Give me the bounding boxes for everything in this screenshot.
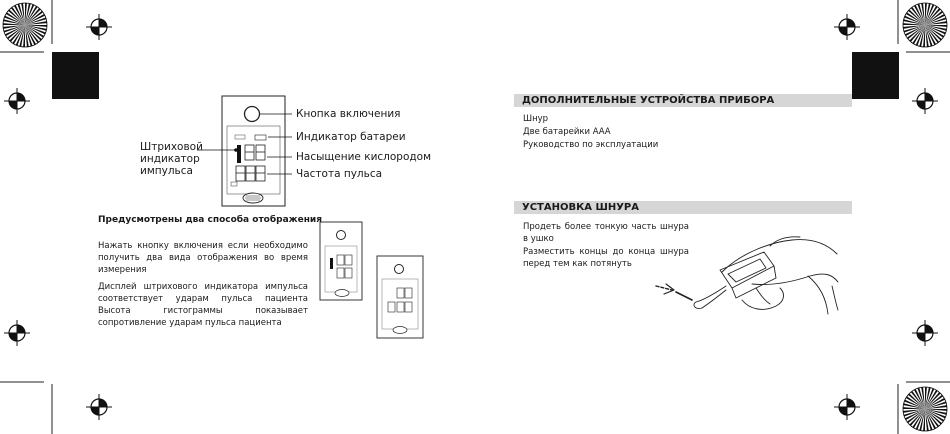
cord-install-step-2: Разместить концы до конца шнура перед те… xyxy=(523,247,689,269)
label-bar-indicator-line2: индикатор xyxy=(140,153,200,165)
label-bar-indicator: Штриховой индикатор импульса xyxy=(140,141,203,177)
accessories-list: Шнур Две батарейки AAA Руководство по эк… xyxy=(523,113,658,152)
display-modes-paragraph-1: Нажать кнопку включения если необходимо … xyxy=(98,241,308,275)
label-bar-indicator-line1: Штриховой xyxy=(140,141,203,153)
label-power-button: Кнопка включения xyxy=(296,108,401,120)
crop-block-left xyxy=(52,52,99,99)
accessory-item: Руководство по эксплуатации xyxy=(523,140,659,150)
registration-target-right-1 xyxy=(912,88,938,114)
accessories-header: ДОПОЛНИТЕЛЬНЫЕ УСТРОЙСТВА ПРИБОРА xyxy=(514,94,852,107)
registration-sunburst-top-left xyxy=(2,2,48,48)
hand-with-oximeter-illustration xyxy=(655,236,839,315)
registration-sunburst-bottom-right xyxy=(902,386,948,432)
registration-target-top-2 xyxy=(834,14,860,40)
registration-target-bottom-1 xyxy=(86,394,112,420)
oximeter-mode2-illustration xyxy=(376,255,424,339)
accessory-item: Две батарейки AAA xyxy=(523,127,611,137)
registration-target-top-1 xyxy=(86,14,112,40)
crop-block-right xyxy=(852,52,899,99)
oximeter-mode1-illustration xyxy=(319,221,363,301)
label-battery-indicator: Индикатор батареи xyxy=(296,131,406,143)
registration-sunburst-top-right xyxy=(902,2,948,48)
registration-target-left-1 xyxy=(4,88,30,114)
display-modes-title: Предусмотрены два способа отображения xyxy=(98,215,323,225)
display-modes-paragraph-2: Дисплей штрихового индикатора импульса с… xyxy=(98,282,308,328)
registration-target-right-2 xyxy=(912,320,938,346)
label-pulse-rate: Частота пульса xyxy=(296,168,383,180)
accessory-item: Шнур xyxy=(523,114,549,124)
registration-target-left-2 xyxy=(4,320,30,346)
label-bar-indicator-line3: импульса xyxy=(140,165,193,177)
cord-install-step-1: Продеть более тонкую часть шнура в ушко xyxy=(523,222,689,244)
label-oxygen-saturation: Насыщение кислородом xyxy=(296,151,431,163)
oximeter-front-illustration xyxy=(221,95,286,207)
registration-target-bottom-2 xyxy=(834,394,860,420)
cord-install-header: УСТАНОВКА ШНУРА xyxy=(514,201,852,214)
